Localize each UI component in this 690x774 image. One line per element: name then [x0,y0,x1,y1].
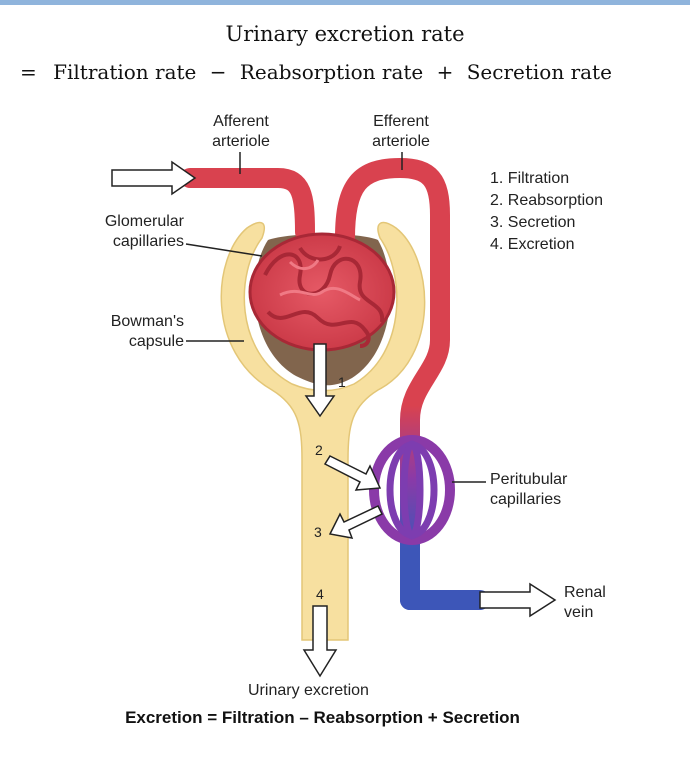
bowman-label-line2: capsule [128,333,184,350]
afferent-label-line1: Afferent [213,113,269,130]
step-number-3: 3 [314,524,322,540]
formula-line-1: Urinary excretion rate [225,22,465,46]
formula-line-2: = Filtration rate − Reabsorption rate + … [20,60,690,84]
formula-minus: − [209,60,227,84]
afferent-label: Afferent arteriole [196,112,286,152]
bowmans-capsule-shape [220,221,426,641]
renal-vein-label: Renal vein [564,583,606,623]
afferent-label-line2: arteriole [212,133,270,150]
step-item: 3. Secretion [490,214,576,231]
step-item: 2. Reabsorption [490,192,603,209]
urinary-excretion-label: Urinary excretion [248,682,369,699]
step-number-4: 4 [316,586,324,602]
peritubular-label-line2: capillaries [490,491,562,508]
peritubular-label: Peritubular capillaries [490,470,567,510]
glomerulus [248,232,396,352]
step-item: 4. Excretion [490,236,575,253]
efferent-label: Efferent arteriole [356,112,446,152]
peritubular-capillary-bed [369,435,455,545]
efferent-label-line1: Efferent [373,113,429,130]
formula-reabsorption: Reabsorption rate [239,60,424,84]
efferent-label-line2: arteriole [372,133,430,150]
efferent-arteriole [335,158,490,610]
renal-vein-arrow [479,582,557,618]
glomerular-label-line2: capillaries [112,233,184,250]
bowman-label-line1: Bowman's [110,313,184,330]
step-number-1: 1 [338,374,346,390]
excretion-arrow [302,605,338,678]
step-item: 1. Filtration [490,170,570,187]
filtration-arrow [304,343,336,418]
afferent-arteriole [180,168,315,242]
formula-plus: + [436,60,454,84]
renal-vein [400,560,480,610]
renal-vein-label-line1: Renal [564,584,606,601]
top-accent-bar [0,0,690,5]
bottom-equation: Excretion = Filtration – Reabsorption + … [125,708,520,727]
peritubular-label-line1: Peritubular [490,471,568,488]
reabsorption-arrow [323,455,382,491]
process-steps-list: 1. Filtration 2. Reabsorption 3. Secreti… [490,168,603,256]
secretion-arrow [328,505,384,539]
afferent-inflow-arrow [111,160,197,196]
formula-equals: = [20,60,37,84]
glomerular-label: Glomerular capillaries [80,212,184,252]
formula-filtration: Filtration rate [53,60,197,84]
leader-glomerular [185,243,263,257]
renal-vein-label-line2: vein [564,604,594,621]
formula-secretion: Secretion rate [466,60,612,84]
step-number-2: 2 [315,442,323,458]
bowman-label: Bowman's capsule [80,312,184,352]
glomerular-label-line1: Glomerular [104,213,184,230]
